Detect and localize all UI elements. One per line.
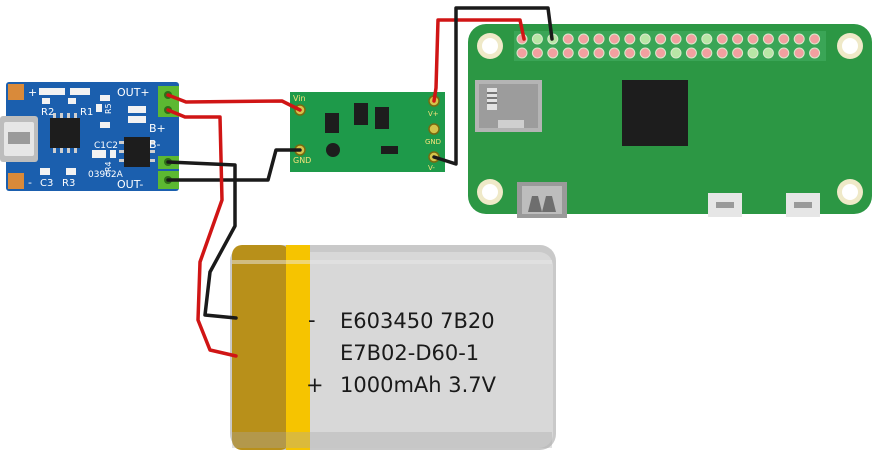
gpio-pin [809,33,821,45]
gpio-pin [670,47,682,59]
gpio-header [514,31,826,61]
boost-vplus-label: V+ [428,110,439,118]
gpio-pin [778,47,790,59]
boost-component-3 [375,107,389,129]
gpio-pin [562,47,574,59]
battery-yellow-stripe [286,245,310,450]
c3-label: C3 [40,178,53,189]
gpio-pin [716,33,728,45]
gpio-pin [624,33,636,45]
battery-minus-symbol: - [308,308,316,332]
gpio-pin [608,33,620,45]
b-minus-label: B- [149,138,161,151]
gpio-pin [624,47,636,59]
gpio-pin [608,47,620,59]
gpio-pin [578,33,590,45]
charger-minus-label: - [28,176,32,189]
battery-line-2: E7B02-D60-1 [340,341,479,365]
charger-ic-chip [50,118,80,148]
mini-hdmi-port [517,182,567,218]
battery-line-3: 1000mAh 3.7V [340,373,497,397]
gpio-pin [701,33,713,45]
gpio-pin [762,47,774,59]
gpio-pin [547,47,559,59]
wire-vplus-to-pi-5v [432,18,526,103]
gpio-pin [578,47,590,59]
cpu-chip [622,80,688,146]
boost-vminus-label: V- [428,164,435,172]
r3-label: R3 [62,178,75,189]
gpio-pin [670,33,682,45]
gpio-pin [747,47,759,59]
charger-pad-bottom-left [8,173,24,189]
r5-label: R5 [104,103,113,114]
gpio-pin [593,47,605,59]
micro-usb-port-2 [786,193,820,217]
boost-vin-label: Vin [293,94,306,103]
gpio-pin [716,47,728,59]
charger-code-label: 03962A [88,170,124,180]
gpio-pin [732,47,744,59]
gpio-pin [685,33,697,45]
gpio-pin [639,47,651,59]
charger-board: + R2 R1 R5 C1C2 R4 - C3 R3 03962A OUT+ B… [0,82,179,191]
boost-gnd-out-label: GND [425,138,441,146]
wire-out-plus-to-vin [166,93,302,112]
battery-gold-band [232,245,290,450]
wires [166,6,554,358]
lipo-battery: - + E603450 7B20 E7B02-D60-1 1000mAh 3.7… [230,245,556,450]
gpio-pin [655,47,667,59]
gpio-pin [701,47,713,59]
gpio-pin [516,47,528,59]
gpio-pin [762,33,774,45]
boost-converter-board: Vin GND V+ GND V- [290,92,445,172]
battery-line-1: E603450 7B20 [340,309,495,333]
gpio-pin [793,33,805,45]
gpio-pin [778,33,790,45]
r4-label: R4 [104,161,113,172]
wire-b-minus-to-battery [166,160,238,320]
gpio-pin [655,33,667,45]
b-plus-label: B+ [149,122,166,135]
micro-usb-port-1 [708,193,742,217]
gpio-pin [809,47,821,59]
wire-out-minus-to-gnd [166,148,302,182]
gpio-pin [685,47,697,59]
boost-component-2 [354,103,368,125]
boost-inductor [326,143,340,157]
protection-ic-chip [124,137,150,167]
wire-b-plus-to-battery [166,108,238,358]
sd-card-slot [475,80,542,132]
charger-plus-label: + [28,86,37,99]
r1-label: R1 [80,107,93,118]
gpio-pin [531,33,543,45]
boost-component-1 [325,113,339,133]
c1c2-label: C1C2 [94,141,118,151]
raspberry-pi-zero [468,24,872,218]
gpio-pin [593,33,605,45]
gpio-pin [793,47,805,59]
out-minus-label: OUT- [117,178,143,191]
wire-vminus-to-pi-gnd [432,6,554,166]
r2-label: R2 [41,107,54,118]
gpio-pin [732,33,744,45]
boost-component-4 [381,146,398,154]
boost-pin-gnd-out [428,123,440,135]
out-plus-label: OUT+ [117,86,150,99]
battery-plus-symbol: + [306,373,324,397]
gpio-pin [531,47,543,59]
boost-gnd-in-label: GND [293,156,311,165]
gpio-pin [747,33,759,45]
gpio-pin [639,33,651,45]
gpio-pin [562,33,574,45]
charger-pad-top-left [8,84,24,100]
